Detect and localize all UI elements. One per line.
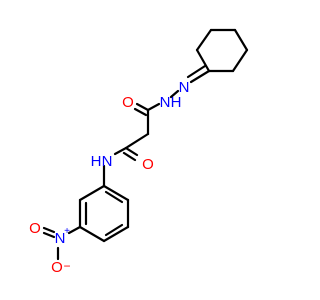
oxygen-atom-lower: O	[142, 156, 154, 173]
bond	[186, 64, 207, 79]
bond	[102, 225, 130, 243]
cyclohexane-ring	[195, 28, 249, 73]
oxygen-atom-nitro-bottom: O	[51, 259, 63, 276]
structure-drawing: O N H N O H N N + O O −	[29, 28, 249, 276]
benzene-ring	[78, 184, 130, 243]
bond	[231, 48, 249, 73]
bond	[78, 225, 106, 243]
bond	[124, 146, 139, 157]
nitrogen-atom-lower: N	[102, 153, 113, 170]
bond	[135, 102, 150, 112]
hydrogen-atom-lower: H	[91, 153, 102, 170]
n-n-bond	[169, 89, 180, 99]
oxygen-atom-upper: O	[122, 94, 134, 111]
ring-nitro-bond	[67, 225, 82, 235]
bond	[195, 28, 213, 52]
chain-bond	[124, 132, 150, 150]
nh-carbonyl-bond	[146, 102, 161, 112]
nitrogen-atom-nitro: N	[55, 230, 66, 247]
nitro-double-bond	[42, 226, 56, 239]
bond	[104, 223, 124, 237]
bond	[233, 28, 249, 52]
bond	[133, 107, 148, 117]
bond	[195, 48, 211, 73]
bond	[102, 184, 130, 202]
bond	[122, 151, 137, 162]
imine-double-bond	[186, 64, 211, 84]
bond	[189, 69, 211, 84]
molecule-diagram: O N H N O H N N + O O −	[29, 28, 249, 276]
oxygen-atom-nitro-side: O	[29, 220, 41, 237]
nitrogen-atom-upper: N	[160, 94, 171, 111]
upper-carbonyl	[133, 102, 150, 117]
bond	[104, 190, 124, 204]
bond	[78, 184, 106, 202]
nitro-positive-charge: +	[64, 226, 70, 237]
amide-bond	[113, 146, 128, 156]
lower-carbonyl	[122, 146, 139, 162]
hydrogen-atom-upper: H	[171, 94, 182, 111]
bond	[42, 231, 56, 239]
nitro-negative-charge: −	[63, 259, 70, 273]
bond	[42, 226, 56, 234]
nitrogen-atom-imine: N	[179, 79, 190, 96]
